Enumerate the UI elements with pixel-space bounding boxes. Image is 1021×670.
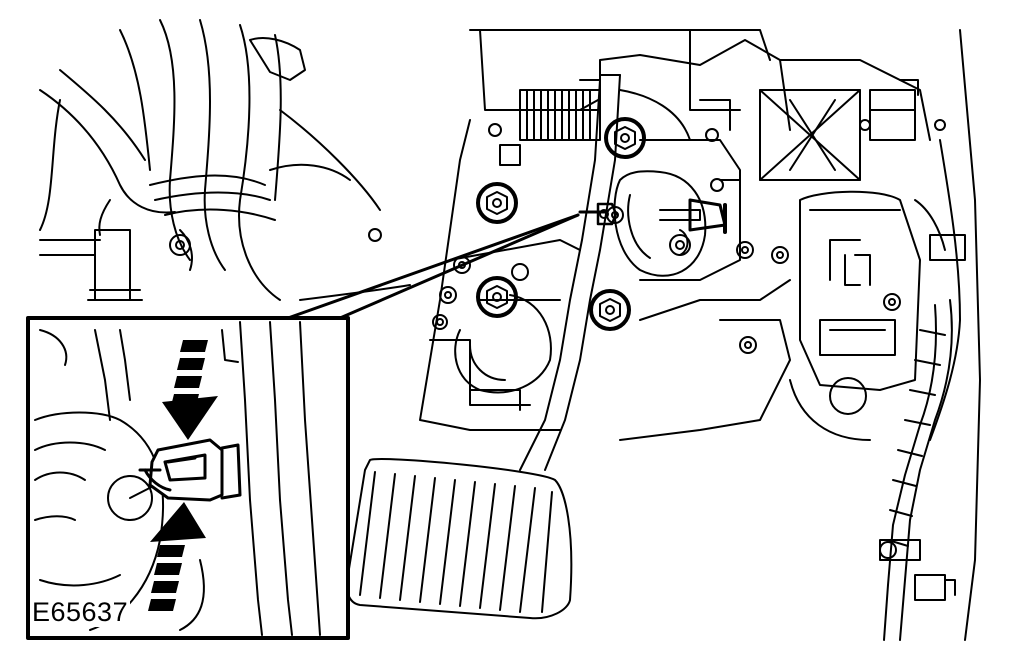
bolt-lower-left [476, 276, 518, 318]
pedal-box-bracket [419, 29, 946, 431]
bolt-left [476, 182, 518, 224]
mounting-bolts [476, 117, 646, 331]
detail-inset [26, 316, 350, 640]
bolt-upper [604, 117, 646, 159]
down-arrow-icon [162, 340, 218, 440]
leader-lines [286, 210, 609, 320]
figure-id-label: E65637 [30, 597, 131, 627]
right-side-components [619, 29, 981, 641]
bolt-lower-right [589, 289, 631, 331]
up-arrow-icon [148, 502, 206, 611]
inset-clip [138, 438, 242, 502]
wiring-harness-left [39, 19, 411, 301]
brake-pedal [345, 74, 621, 620]
pedal-clip-main [596, 202, 618, 226]
